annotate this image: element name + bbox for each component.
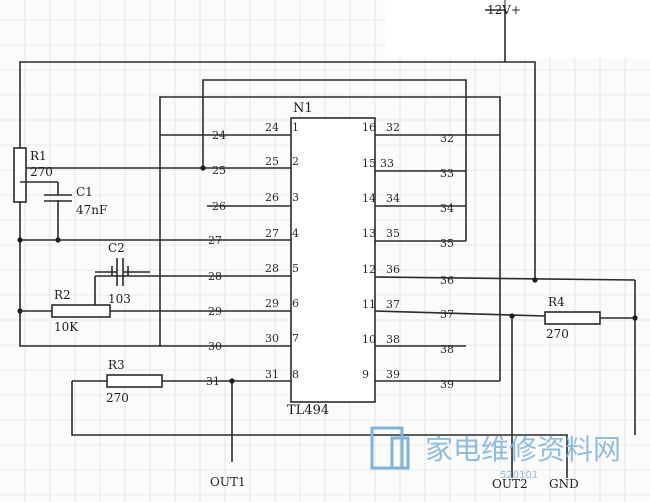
ic-left-pin-numbers: 1 2 3 4 5 6 7 8 (292, 121, 299, 381)
svg-text:34: 34 (440, 202, 454, 215)
svg-text:28: 28 (208, 270, 222, 283)
svg-text:39: 39 (440, 378, 454, 391)
r2-resistor-body (51, 304, 111, 318)
svg-text:13: 13 (362, 227, 376, 240)
svg-text:9: 9 (362, 368, 369, 381)
svg-text:6: 6 (292, 297, 299, 310)
right-near-net-numbers: 32 33 34 35 36 37 38 39 (380, 121, 400, 381)
r1-resistor-body (13, 147, 27, 203)
left-far-net-numbers: 24 25 26 27 28 29 30 31 (206, 129, 226, 388)
power-supply-label: 12V+ (487, 3, 521, 17)
svg-text:5: 5 (292, 262, 299, 275)
svg-text:38: 38 (440, 343, 454, 356)
svg-text:38: 38 (386, 333, 400, 346)
r2-designator: R2 (54, 288, 71, 302)
ic-right-pin-numbers: 16 15 14 13 12 11 10 9 (362, 121, 376, 381)
right-pin-stubs (374, 134, 636, 382)
svg-text:7: 7 (292, 332, 299, 345)
svg-text:35: 35 (386, 227, 400, 240)
c2-designator: C2 (108, 241, 125, 255)
c2-value: 103 (108, 292, 131, 306)
svg-text:27: 27 (265, 227, 279, 240)
svg-text:32: 32 (440, 132, 454, 145)
left-pin-stubs (20, 134, 291, 382)
svg-text:39: 39 (386, 368, 400, 381)
svg-text:11: 11 (362, 298, 376, 311)
r4-resistor-body (544, 311, 601, 325)
ic-part-number: TL494 (287, 403, 329, 418)
svg-text:31: 31 (206, 375, 220, 388)
svg-text:34: 34 (386, 192, 400, 205)
c1-designator: C1 (76, 185, 93, 199)
svg-text:12: 12 (362, 263, 376, 276)
junction-dots (17, 165, 638, 384)
r4-value: 270 (546, 327, 569, 341)
r3-resistor-body (106, 374, 163, 388)
svg-text:1: 1 (292, 121, 299, 134)
svg-text:29: 29 (208, 305, 222, 318)
svg-text:24: 24 (265, 121, 279, 134)
svg-text:8: 8 (292, 368, 299, 381)
out2-label: OUT2 (492, 477, 528, 491)
watermark-url: 520101 (500, 470, 538, 481)
interconnect-wires (19, 0, 636, 478)
r1-designator: R1 (30, 149, 47, 163)
svg-text:30: 30 (265, 332, 279, 345)
svg-text:25: 25 (265, 155, 279, 168)
svg-text:36: 36 (440, 274, 454, 287)
svg-text:37: 37 (386, 298, 400, 311)
gnd-label: GND (549, 477, 579, 491)
c1-value: 47nF (76, 203, 107, 217)
svg-text:33: 33 (440, 167, 454, 180)
right-far-net-numbers: 32 33 34 35 36 37 38 39 (440, 132, 454, 391)
svg-text:28: 28 (265, 262, 279, 275)
svg-text:14: 14 (362, 192, 376, 205)
svg-text:2: 2 (292, 155, 299, 168)
svg-text:36: 36 (386, 263, 400, 276)
r2-value: 10K (54, 320, 79, 334)
svg-text:29: 29 (265, 297, 279, 310)
svg-text:27: 27 (208, 234, 222, 247)
svg-text:10: 10 (362, 333, 376, 346)
left-near-net-numbers: 24 25 26 27 28 29 30 31 (265, 121, 279, 381)
svg-text:30: 30 (208, 340, 222, 353)
ic-designator: N1 (293, 101, 313, 116)
site-watermark: 家电维修资料网 520101 (370, 426, 621, 481)
svg-text:32: 32 (386, 121, 400, 134)
svg-text:3: 3 (292, 191, 299, 204)
svg-text:24: 24 (212, 129, 226, 142)
r1-value: 270 (30, 165, 53, 179)
svg-text:4: 4 (292, 227, 299, 240)
svg-text:25: 25 (212, 164, 226, 177)
svg-text:26: 26 (265, 191, 279, 204)
svg-text:16: 16 (362, 121, 376, 134)
r3-designator: R3 (108, 358, 125, 372)
ic-body (290, 117, 376, 403)
watermark-text: 家电维修资料网 (425, 433, 621, 466)
svg-text:35: 35 (440, 237, 454, 250)
r4-designator: R4 (548, 295, 565, 309)
blank-paper-region (385, 0, 650, 58)
svg-text:37: 37 (440, 308, 454, 321)
svg-text:26: 26 (212, 200, 226, 213)
svg-text:33: 33 (380, 157, 394, 170)
svg-text:15: 15 (362, 157, 376, 170)
svg-text:31: 31 (265, 368, 279, 381)
watermark-logo-icon (370, 426, 404, 470)
r3-value: 270 (106, 391, 129, 405)
out1-label: OUT1 (210, 475, 246, 489)
